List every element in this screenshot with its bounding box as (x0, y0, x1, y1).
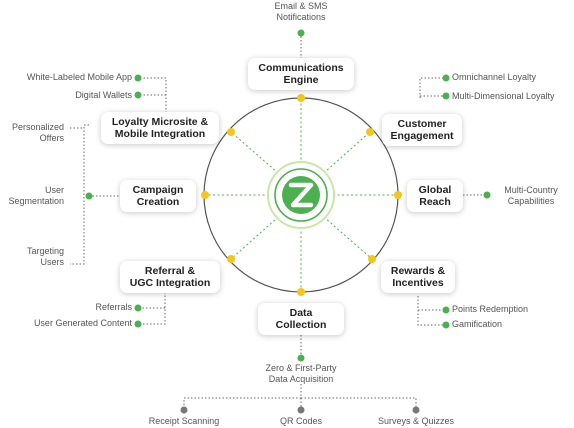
label-qr-codes: QR Codes (279, 416, 323, 426)
label-multi-dimensional: Multi-Dimensional Loyalty (452, 91, 555, 101)
connector-data-branches (183, 384, 302, 410)
module-rewards-incentives: Rewards & Incentives (381, 261, 455, 293)
label-multi-country: Multi-Country Capabilities (504, 185, 558, 206)
node-bottom (297, 288, 305, 296)
node-bottom-left (227, 255, 235, 263)
label-receipt-scanning: Receipt Scanning (148, 416, 220, 426)
dot-segmentation (85, 192, 93, 200)
dot-white-labeled (134, 74, 142, 82)
module-global-reach: Global Reach (407, 180, 463, 212)
module-referral-ugc: Referral & UGC Integration (120, 261, 220, 293)
node-right (394, 191, 402, 199)
dot-surveys (412, 406, 420, 414)
label-zero-first-party: Zero & First-Party Data Acquisition (265, 363, 337, 384)
label-user-generated-content: User Generated Content (33, 318, 132, 328)
connector-campaign (70, 124, 89, 265)
connector-rewards (417, 296, 446, 326)
label-email-sms: Email & SMS Notifications (274, 1, 328, 22)
node-bottom-right (368, 255, 376, 263)
node-left (201, 191, 209, 199)
connector-loyalty-microsite (138, 77, 213, 116)
label-targeting-users: Targeting Users (26, 246, 64, 267)
dot-digital-wallets (134, 91, 142, 99)
module-communications-engine: Communications Engine (248, 58, 354, 90)
label-white-labeled-app: White-Labeled Mobile App (26, 72, 132, 82)
dot-email (297, 29, 305, 37)
module-campaign-creation: Campaign Creation (120, 180, 196, 212)
dot-qr-codes (297, 406, 305, 414)
label-points-redemption: Points Redemption (452, 304, 529, 314)
spoke-bottom-right (316, 210, 373, 260)
spoke-bottom-left (230, 210, 286, 260)
module-data-collection: Data Collection (258, 303, 344, 335)
dot-multi-country (483, 191, 491, 199)
dot-referrals (134, 304, 142, 312)
label-user-segmentation: User Segmentation (8, 185, 64, 206)
label-referrals: Referrals (95, 302, 132, 312)
spoke-top-right (316, 131, 371, 180)
module-loyalty-microsite: Loyalty Microsite & Mobile Integration (101, 112, 219, 144)
label-gamification: Gamification (452, 319, 503, 329)
module-customer-engagement: Customer Engagement (382, 114, 462, 146)
z-logo-icon (282, 176, 320, 214)
dot-zero-first-party (297, 354, 305, 362)
dot-gamification (442, 321, 450, 329)
dot-points-redemption (442, 306, 450, 314)
label-personalized-offers: Personalized Offers (11, 122, 64, 143)
node-top-right (366, 128, 374, 136)
connector-referral (138, 292, 166, 325)
dot-multi-dimensional (442, 92, 450, 100)
label-surveys-quizzes: Surveys & Quizzes (377, 416, 455, 426)
label-omnichannel: Omnichannel Loyalty (452, 72, 537, 82)
dot-omnichannel (442, 74, 450, 82)
dot-ugc (134, 320, 142, 328)
label-digital-wallets: Digital Wallets (75, 90, 132, 100)
spoke-top-left (230, 131, 286, 180)
dot-receipt-scanning (180, 406, 188, 414)
connector-customer-engagement (419, 77, 446, 98)
node-top-left (227, 128, 235, 136)
node-top (297, 94, 305, 102)
connector-surveys (301, 397, 417, 410)
